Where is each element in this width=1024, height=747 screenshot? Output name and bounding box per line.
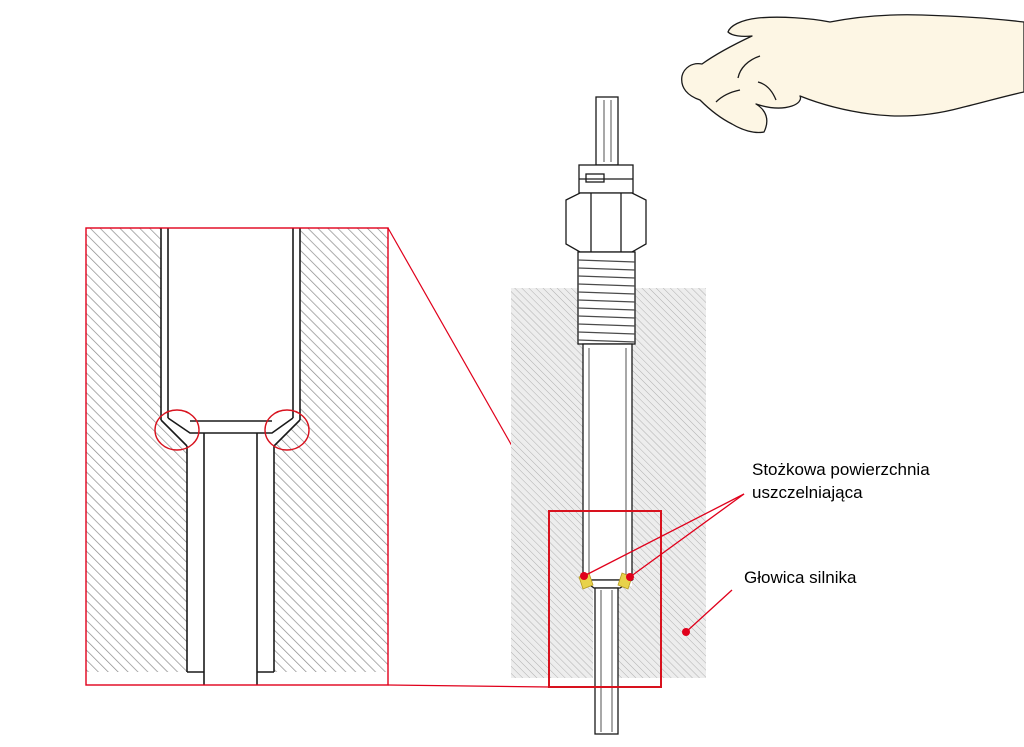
sealing-surface-label-line2: uszczelniająca: [752, 483, 863, 502]
detail-wall-left-lower: [86, 420, 187, 672]
seal-callout-dot-right: [626, 573, 634, 581]
engine-head-left-lower: [583, 586, 593, 678]
sealing-surface-label-line1: Stożkowa powierzchnia: [752, 460, 930, 479]
head-callout-line: [685, 589, 733, 633]
detail-view: [85, 227, 389, 686]
head-callout-dot: [682, 628, 690, 636]
plug-thread: [577, 251, 636, 345]
seal-callout-line-right: [629, 493, 745, 578]
detail-wall-left-upper: [86, 228, 161, 420]
plug-shank: [582, 343, 633, 581]
detail-wall-right-lower: [274, 420, 388, 672]
plug-heater-rod: [594, 587, 619, 735]
engine-head-left: [511, 288, 583, 678]
detail-seal-circle-left: [154, 409, 200, 451]
glow-plug: [565, 96, 647, 735]
detail-wall-right-upper: [300, 228, 388, 420]
seal-callout-dot-left: [580, 572, 588, 580]
detail-seal-circle-right: [264, 409, 310, 451]
detail-frame: [85, 227, 389, 686]
engine-head-right-lower: [618, 586, 632, 678]
seal-callout-line-left: [583, 493, 745, 577]
plug-hex: [565, 192, 647, 253]
hand-icon: [681, 14, 1024, 134]
highlight-box: [548, 510, 662, 688]
detail-plug: [160, 228, 301, 685]
zoom-connector-bottom: [387, 684, 550, 688]
engine-head: [511, 288, 706, 678]
plug-terminal: [595, 96, 619, 166]
engine-head-label: Głowica silnika: [744, 568, 857, 587]
engine-head-right: [632, 288, 706, 678]
